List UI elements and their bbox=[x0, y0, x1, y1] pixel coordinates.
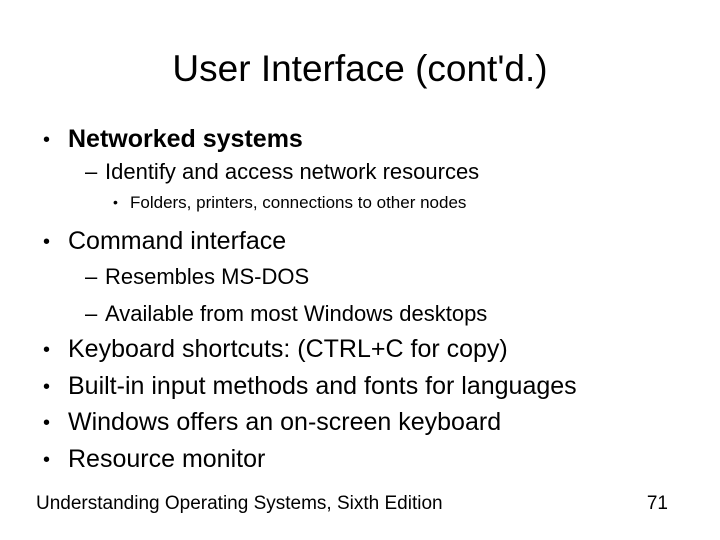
bullet-item: • Resource monitor bbox=[43, 445, 265, 474]
bullet-text: Resembles MS-DOS bbox=[105, 264, 310, 289]
bullet-item: • Networked systems bbox=[43, 125, 303, 154]
bullet-dot-icon: • bbox=[43, 376, 51, 398]
bullet-text: Keyboard shortcuts: (CTRL+C for copy) bbox=[68, 335, 508, 363]
bullet-item: • Command interface bbox=[43, 227, 286, 256]
bullet-item: –Available from most Windows desktops bbox=[85, 301, 487, 326]
bullet-text: Folders, printers, connections to other … bbox=[130, 193, 467, 212]
bullet-dot-icon: • bbox=[43, 129, 51, 151]
bullet-item: –Resembles MS-DOS bbox=[85, 264, 309, 289]
dash-icon: – bbox=[85, 159, 98, 184]
footer-book-title: Understanding Operating Systems, Sixth E… bbox=[36, 493, 443, 514]
bullet-dot-icon: • bbox=[113, 194, 118, 210]
bullet-text: Identify and access network resources bbox=[105, 159, 480, 184]
slide-title: User Interface (cont'd.) bbox=[172, 48, 548, 89]
bullet-text: Resource monitor bbox=[68, 445, 266, 473]
bullet-item: • Keyboard shortcuts: (CTRL+C for copy) bbox=[43, 335, 508, 364]
dash-icon: – bbox=[85, 301, 98, 326]
bullet-text: Available from most Windows desktops bbox=[105, 301, 488, 326]
dash-icon: – bbox=[85, 264, 98, 289]
bullet-text: Networked systems bbox=[68, 125, 303, 153]
bullet-item: –Identify and access network resources bbox=[85, 159, 479, 184]
bullet-item: • Folders, printers, connections to other… bbox=[113, 193, 466, 213]
bullet-text: Command interface bbox=[68, 227, 287, 255]
bullet-dot-icon: • bbox=[43, 231, 51, 253]
bullet-text: Built-in input methods and fonts for lan… bbox=[68, 372, 577, 400]
bullet-dot-icon: • bbox=[43, 449, 51, 471]
bullet-item: • Built-in input methods and fonts for la… bbox=[43, 372, 577, 401]
bullet-text: Windows offers an on-screen keyboard bbox=[68, 408, 502, 436]
footer-page-number: 71 bbox=[646, 493, 668, 514]
bullet-dot-icon: • bbox=[43, 412, 51, 434]
bullet-dot-icon: • bbox=[43, 339, 51, 361]
bullet-item: • Windows offers an on-screen keyboard bbox=[43, 408, 501, 437]
